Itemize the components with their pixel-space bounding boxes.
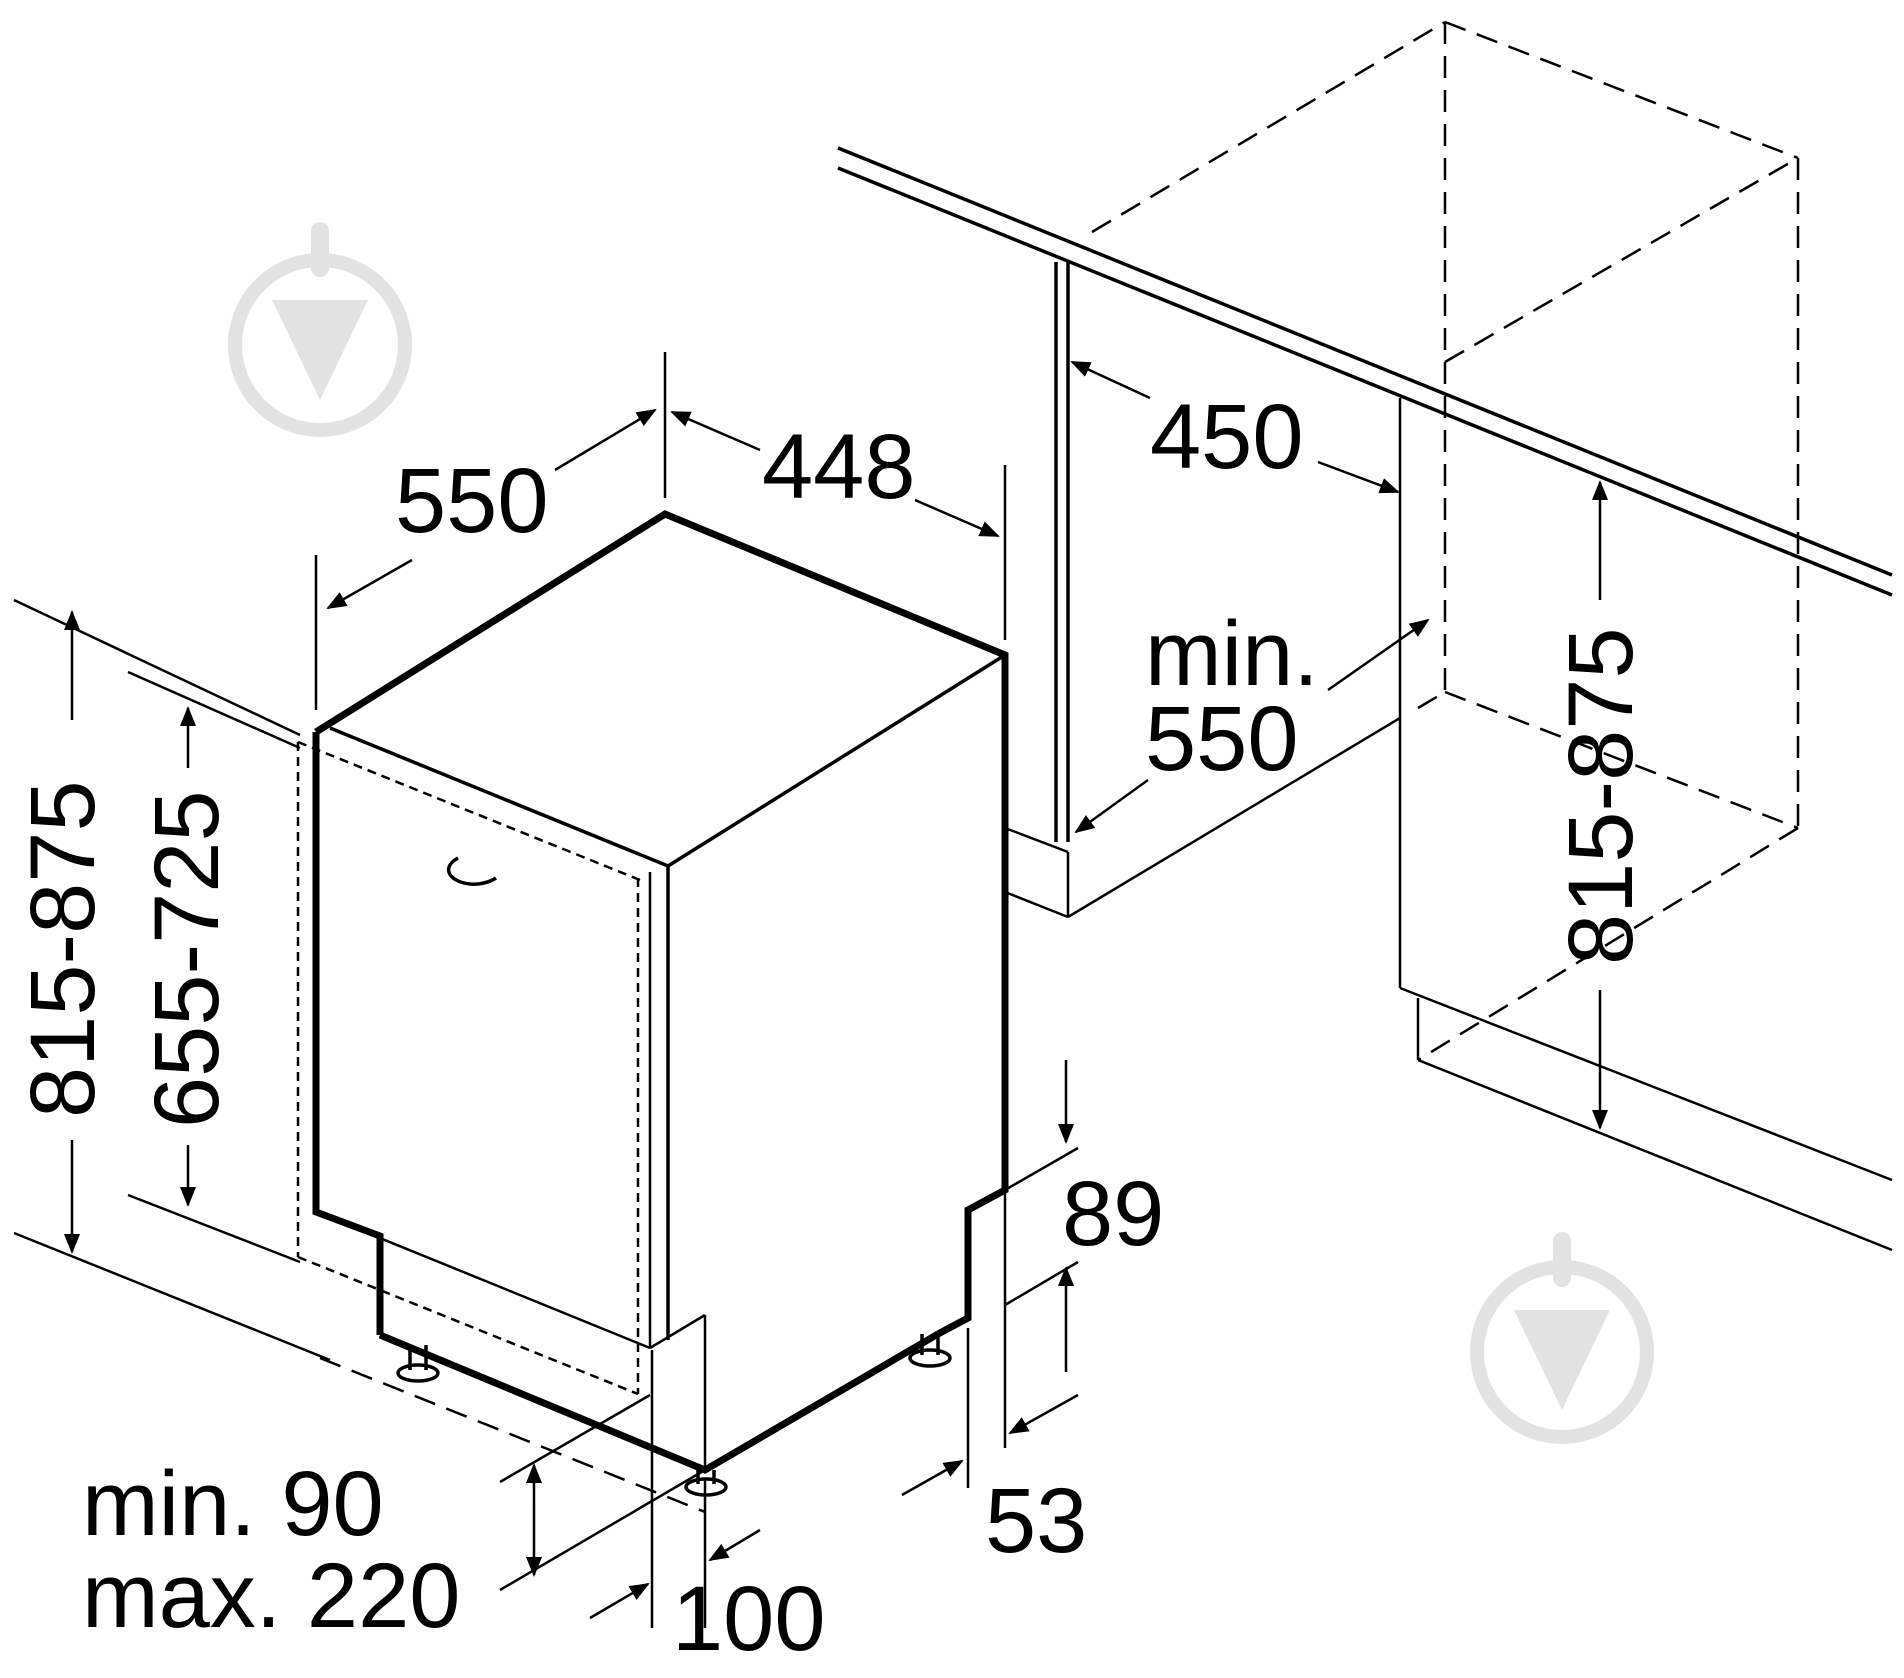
dishwasher-feet	[396, 1334, 952, 1497]
floor-dashed-line	[319, 1356, 706, 1514]
dishwasher-body	[312, 510, 1009, 1474]
dimension-arrows	[64, 360, 1608, 1620]
left-floor-lines	[13, 598, 331, 1362]
plinth-top-label: 89	[1062, 1163, 1164, 1265]
plinth-height-max-label: max. 220	[82, 1545, 460, 1647]
niche-right-panel	[1398, 398, 1893, 1252]
foot-depth-label: 100	[672, 1568, 826, 1670]
width-label: 448	[762, 416, 916, 518]
niche-width-label: 450	[1150, 386, 1304, 488]
upper-cabinet-dashed	[1091, 20, 1800, 1062]
watermark-icon-top-left	[228, 222, 412, 437]
door-dashed-outline	[296, 740, 641, 1396]
door-height-label: 655-725	[136, 790, 238, 1128]
extension-lines	[314, 352, 1079, 1628]
niche-height-label: 815-875	[1550, 627, 1652, 965]
plinth-offset-label: 53	[985, 1470, 1087, 1572]
niche-left-panel	[1004, 262, 1401, 919]
watermark-icon-bottom-right	[1470, 1232, 1654, 1444]
niche-depth-label-line1: min.	[1145, 603, 1319, 705]
plinth-height-min-label: min. 90	[82, 1453, 384, 1555]
depth-label: 550	[395, 450, 549, 552]
countertop	[837, 146, 1893, 597]
height-left-label: 815-875	[12, 780, 114, 1118]
niche-depth-label-line2: 550	[1145, 688, 1299, 790]
